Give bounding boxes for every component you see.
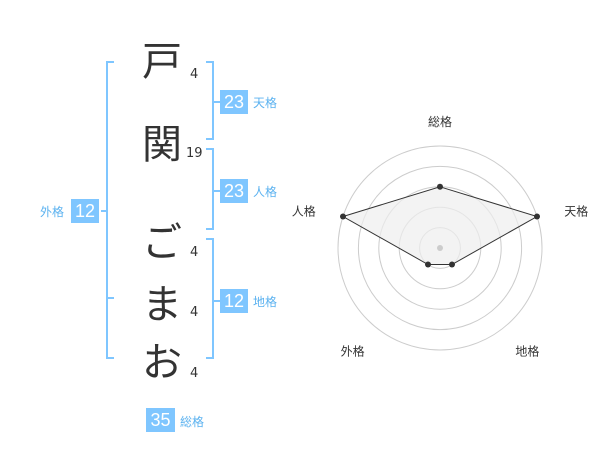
name-char-2: 関	[142, 122, 182, 168]
jinkaku-bracket	[206, 148, 214, 230]
radar-label-5: 人格	[292, 204, 316, 219]
radar-point-1	[437, 183, 443, 190]
name-char-5: お	[142, 340, 182, 386]
jinkaku-label: 人格	[253, 185, 278, 199]
jinkaku-value: 23	[220, 179, 248, 203]
stroke-count-1: 4	[190, 67, 199, 82]
radar-label-4: 外格	[341, 344, 365, 359]
radar-label-1: 総格	[428, 114, 452, 129]
gaikaku-label: 外格	[40, 205, 65, 219]
radar-point-5	[339, 213, 346, 220]
stroke-count-2: 19	[186, 146, 203, 161]
chikaku-label: 地格	[253, 295, 278, 309]
tenkaku-value: 23	[220, 90, 248, 114]
radar-point-3	[448, 261, 455, 268]
soukaku-label: 総格	[180, 415, 205, 429]
tenkaku-bracket	[206, 61, 214, 140]
radar-center	[437, 245, 443, 251]
stroke-count-5: 4	[190, 366, 199, 381]
radar-point-4	[425, 261, 432, 268]
chikaku-value: 12	[220, 289, 248, 313]
radar-ring-4	[357, 165, 523, 331]
radar-points	[339, 183, 541, 268]
stroke-count-3: 4	[190, 245, 199, 260]
radar-label-3: 地格	[515, 344, 539, 359]
radar-area	[341, 186, 539, 265]
radar-ring-5	[337, 145, 543, 351]
name-char-1: 戸	[142, 39, 182, 85]
stroke-count-4: 4	[190, 305, 199, 320]
name-char-4: ま	[142, 282, 182, 328]
gaikaku-value: 12	[71, 199, 99, 223]
radar-label-2: 天格	[564, 204, 588, 219]
soukaku-value: 35	[146, 408, 175, 432]
tenkaku-label: 天格	[253, 96, 278, 110]
radar-point-2	[534, 213, 541, 220]
name-char-3: ご	[142, 220, 182, 266]
chikaku-bracket	[206, 238, 214, 359]
